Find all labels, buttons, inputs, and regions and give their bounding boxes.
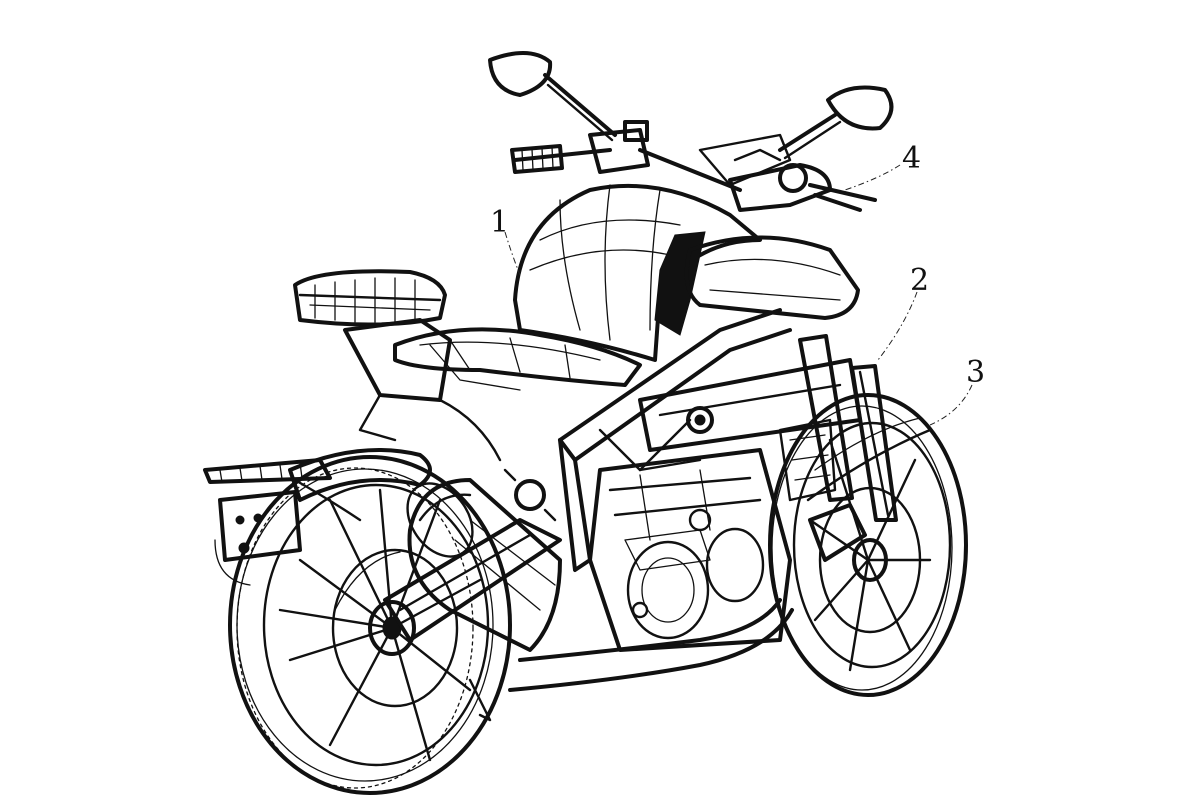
right-mirror — [778, 85, 894, 160]
side-shroud — [684, 235, 860, 320]
tail-section — [293, 269, 521, 462]
seat — [393, 327, 642, 387]
rear-wheel — [228, 455, 512, 795]
front-wheel — [768, 393, 968, 697]
front-fork — [798, 334, 932, 522]
callout-2: 2 — [910, 263, 929, 298]
callout-3: 3 — [966, 355, 985, 390]
frame — [558, 308, 862, 572]
footpeg — [468, 468, 557, 722]
engine — [588, 448, 792, 652]
callout-4: 4 — [902, 141, 921, 176]
fuel-tank — [513, 183, 762, 362]
callout-1: 1 — [490, 205, 509, 240]
license-plate-holder — [203, 448, 432, 586]
swingarm — [383, 518, 562, 642]
handlebar — [510, 120, 877, 212]
left-mirror — [488, 50, 617, 142]
leader-lines — [504, 164, 973, 426]
